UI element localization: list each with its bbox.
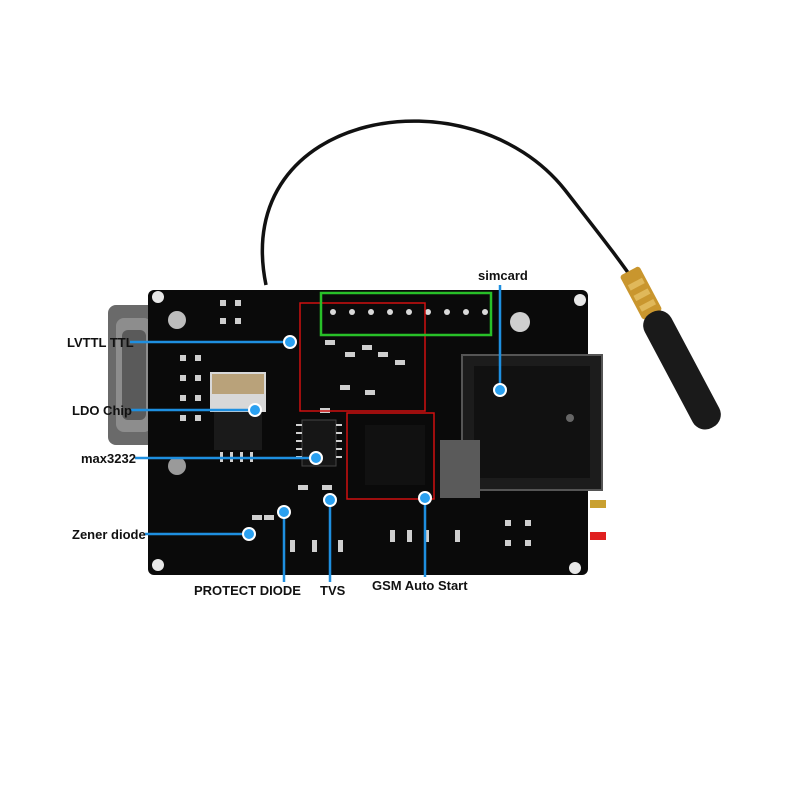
max3232-chip bbox=[296, 419, 342, 467]
mounting-hole bbox=[574, 294, 586, 306]
sma-antenna-icon bbox=[620, 266, 721, 430]
led-yellow bbox=[590, 500, 606, 508]
pin-column-left bbox=[180, 300, 241, 421]
label-protect-diode: PROTECT DIODE bbox=[194, 583, 301, 598]
led-red bbox=[590, 532, 606, 540]
label-zener-diode: Zener diode bbox=[72, 527, 146, 542]
callout-lines bbox=[130, 285, 502, 582]
label-gsm-auto-start: GSM Auto Start bbox=[372, 578, 468, 593]
pin-header-row bbox=[330, 309, 488, 315]
highlight-box-red-upper bbox=[299, 302, 426, 412]
highlight-box-red-lower bbox=[346, 412, 435, 500]
gsm-module bbox=[365, 425, 425, 485]
blue-dot-marker bbox=[242, 335, 507, 541]
label-tvs: TVS bbox=[320, 583, 346, 598]
mounting-screw bbox=[168, 457, 186, 475]
mounting-hole bbox=[152, 559, 164, 571]
label-lvttl-ttl: LVTTL TTL bbox=[67, 335, 134, 350]
label-simcard: simcard bbox=[478, 268, 528, 283]
antenna-cable bbox=[260, 119, 642, 291]
label-ldo-chip: LDO Chip bbox=[72, 403, 132, 418]
highlight-box-green bbox=[319, 291, 493, 337]
mounting-screw bbox=[168, 311, 186, 329]
simcard-holder bbox=[440, 354, 603, 498]
mounting-screw bbox=[510, 312, 530, 332]
label-max3232: max3232 bbox=[81, 451, 136, 466]
ldo-chip bbox=[210, 372, 266, 462]
mounting-hole bbox=[569, 562, 581, 574]
mounting-hole bbox=[152, 291, 164, 303]
